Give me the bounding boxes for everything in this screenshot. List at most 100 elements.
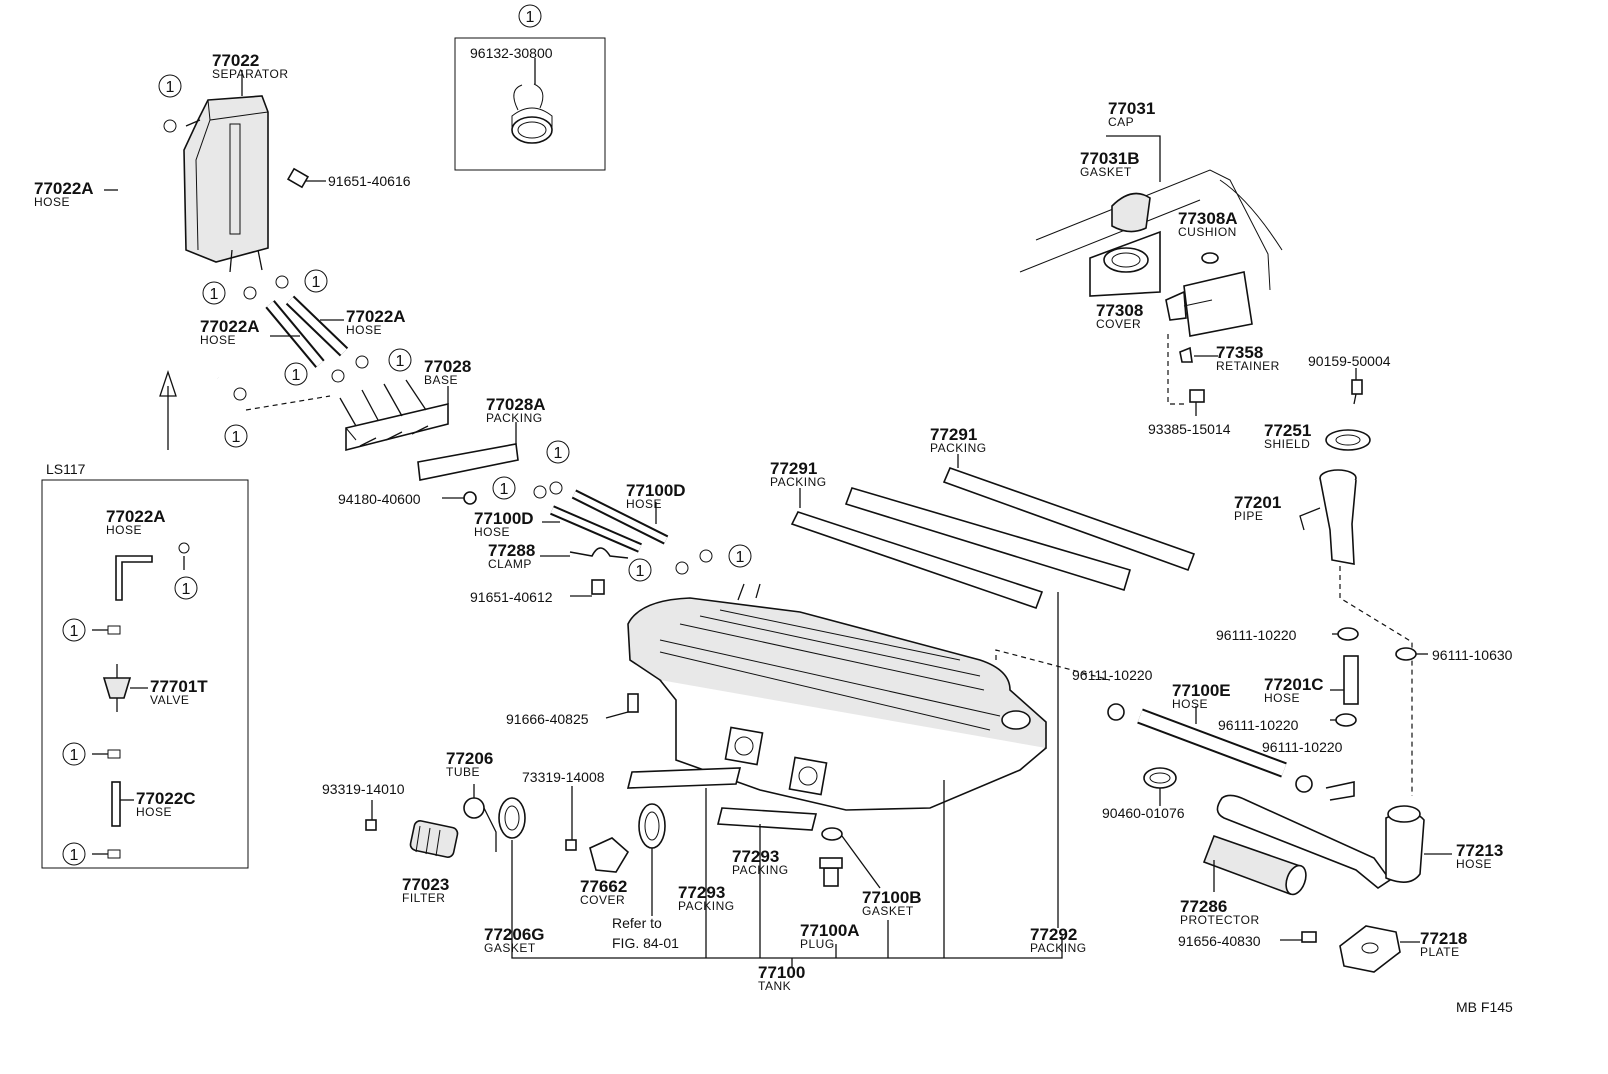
part-name: HOSE — [106, 523, 142, 537]
fuel-cap-illustration — [1111, 192, 1151, 233]
part-number: 77288 — [488, 541, 535, 560]
part-number: 77022A — [106, 507, 166, 526]
circle-ref-number: 1 — [70, 847, 79, 864]
circle-ref-number: 1 — [736, 549, 745, 566]
callout-labels: 77022SEPARATOR77022AHOSE91651-4061677022… — [34, 45, 1513, 993]
circle-ref-marker — [492, 476, 516, 500]
part-name: PACKING — [1030, 941, 1087, 955]
callout-c96111b: 96111-10220 — [1072, 667, 1153, 683]
part-name: COVER — [580, 893, 625, 907]
part-number: 77251 — [1264, 421, 1311, 440]
part-number: 77206 — [446, 749, 493, 768]
packing-77293a-shape — [626, 767, 742, 789]
packing-77028A-shape — [417, 443, 519, 481]
callout-c91651_40612: 91651-40612 — [470, 589, 553, 605]
packing-77293b-shape — [716, 807, 818, 831]
circle-ref-marker — [202, 281, 226, 305]
base-illustration — [339, 379, 449, 452]
packing-77291a-shape — [790, 511, 1044, 610]
clamp-inset-box — [454, 37, 606, 171]
part-number: 77028 — [424, 357, 471, 376]
protector-77286-illustration — [1202, 834, 1307, 896]
valve-77701T-shape — [102, 677, 132, 699]
retainer-77358-shape — [1179, 346, 1193, 363]
callout-c91651_40616: 91651-40616 — [328, 173, 411, 189]
part-name: TANK — [758, 979, 791, 993]
part-number: 91656-40830 — [1178, 933, 1261, 949]
part-number: 77100 — [758, 963, 805, 982]
callout-c91656: 91656-40830 — [1178, 933, 1261, 949]
callout-c96111d: 96111-10220 — [1262, 739, 1343, 755]
part-number: 77292 — [1030, 925, 1077, 944]
callout-c96132: 96132-30800 — [470, 45, 553, 61]
part-number: 91651-40616 — [328, 173, 411, 189]
part-name: HOSE — [1172, 697, 1208, 711]
part-number: 93385-15014 — [1148, 421, 1231, 437]
circle-ref-marker — [546, 440, 570, 464]
cushion-77308A-shape — [1201, 252, 1219, 264]
circle-ref-number: 1 — [166, 79, 175, 96]
inset-hose-77022A-shape — [115, 555, 153, 601]
circle-ref-number: 1 — [70, 623, 79, 640]
callout-c94180: 94180-40600 — [338, 491, 421, 507]
part-name: PACKING — [732, 863, 789, 877]
part-number: 96111-10220 — [1216, 627, 1297, 643]
part-number: 77023 — [402, 875, 449, 894]
circle-ref-number: 1 — [526, 9, 535, 26]
circle-ref-marker — [158, 74, 182, 98]
part-name: CUSHION — [1178, 225, 1237, 239]
part-number: 77308 — [1096, 301, 1143, 320]
callout-c90159: 90159-50004 — [1308, 353, 1391, 369]
part-number: 90159-50004 — [1308, 353, 1391, 369]
part-number: 77031 — [1108, 99, 1155, 118]
part-name: HOSE — [136, 805, 172, 819]
cover-77662-shape — [589, 837, 630, 873]
circle-ref-marker — [62, 618, 86, 642]
screw-90159-50004 — [1351, 368, 1363, 405]
part-number: 77291 — [770, 459, 817, 478]
part-number: 96111-10220 — [1072, 667, 1153, 683]
part-number: 77293 — [678, 883, 725, 902]
refer-note-line1: Refer to — [612, 915, 662, 931]
part-number: 77022 — [212, 51, 259, 70]
part-number: 77100D — [626, 481, 686, 500]
circle-ref-marker — [388, 348, 412, 372]
fuel-tank-illustration — [627, 583, 1047, 811]
circle-ref-number: 1 — [232, 429, 241, 446]
shield-77251-shape — [1325, 429, 1371, 451]
callout-c93385: 93385-15014 — [1148, 421, 1231, 437]
part-number: 73319-14008 — [522, 769, 605, 785]
part-number: 96132-30800 — [470, 45, 553, 61]
part-number: 96111-10220 — [1218, 717, 1299, 733]
part-number: 77100D — [474, 509, 534, 528]
part-name: HOSE — [626, 497, 662, 511]
part-name: GASKET — [1080, 165, 1132, 179]
part-name: PACKING — [486, 411, 543, 425]
hose-77213-illustration — [1216, 794, 1425, 889]
part-number: 77031B — [1080, 149, 1140, 168]
part-name: PLATE — [1420, 945, 1460, 959]
part-number: 77022A — [346, 307, 406, 326]
part-name: SEPARATOR — [212, 67, 289, 81]
plate-77218-shape — [1339, 925, 1401, 973]
screw-93319-14010 — [365, 819, 377, 831]
circle-ref-number: 1 — [210, 286, 219, 303]
part-number: 93319-14010 — [322, 781, 405, 797]
hose-clip-icons — [163, 119, 713, 575]
